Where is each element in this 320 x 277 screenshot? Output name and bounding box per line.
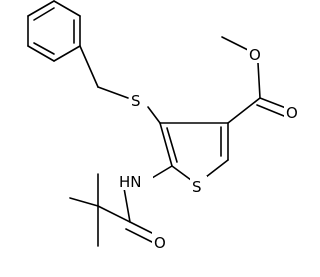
bond-carbonyl-o-double — [259, 97, 287, 109]
bond-amide-o-double-2 — [125, 228, 153, 243]
o-amide-label: O — [154, 234, 166, 252]
o-ester-single-bg — [247, 44, 264, 63]
bond-benzene-1 — [27, 0, 55, 17]
nh-bg — [117, 171, 153, 190]
bond-ch2-s — [97, 86, 129, 99]
bond-carbonyl-tbu — [97, 205, 131, 223]
molecule-structure: S S O O O HN — [27, 0, 301, 252]
s-ring-bg — [190, 176, 207, 195]
o-ester-double-label: O — [286, 104, 298, 122]
bond-carbonyl-o-double-2 — [256, 104, 285, 117]
o-amide-bg — [152, 232, 169, 251]
bond-o-methyl — [221, 36, 249, 51]
bond-c4-c5-double — [166, 127, 178, 163]
bond-c5-n — [151, 165, 173, 179]
atom-labels: S S O O O HN — [117, 44, 301, 252]
bond-s1-c2 — [205, 159, 229, 178]
bond-n-carbonyl — [123, 187, 131, 223]
bond-c3-carbonyl — [227, 97, 261, 124]
bond-amide-o-double — [129, 221, 155, 235]
bond-benzene-5 — [27, 45, 55, 62]
s-thiophene-label: S — [192, 178, 202, 196]
o-ester-double-bg — [284, 102, 301, 121]
bond-tbu-methyl-1 — [69, 197, 99, 207]
nh-label: HN — [119, 173, 142, 191]
bond-benzene-2 — [53, 0, 81, 17]
bond-c4-c5 — [159, 122, 173, 167]
bond-benzene-inner-3 — [33, 42, 55, 55]
s-thio-bg — [129, 90, 146, 109]
s-thioether-label: S — [131, 92, 141, 110]
o-ester-single-label: O — [249, 46, 261, 64]
bond-ring-ch2 — [79, 45, 99, 88]
bond-benzene-4 — [53, 45, 81, 62]
bond-c5-s1 — [171, 165, 192, 181]
bond-benzene-inner-1 — [33, 7, 55, 21]
bond-carbonyl-o-single — [257, 62, 261, 99]
bond-s-c4 — [147, 106, 161, 124]
bonds — [27, 0, 287, 247]
